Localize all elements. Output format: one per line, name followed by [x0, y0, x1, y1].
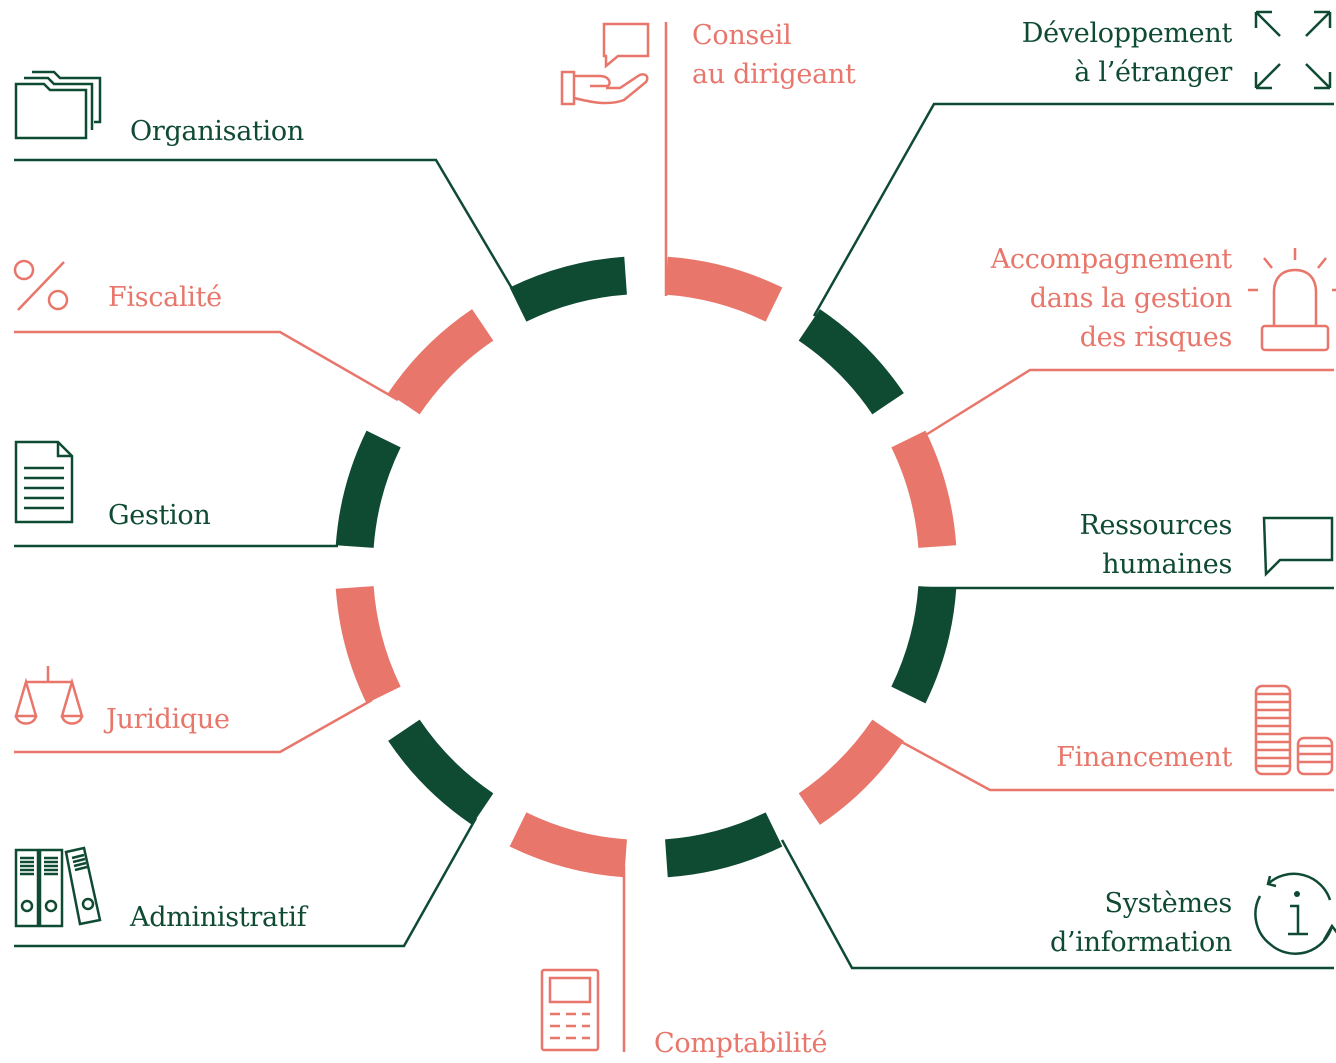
connector-organisation — [14, 158, 522, 303]
label-developpement-line2: à l’étranger — [1074, 57, 1232, 88]
connector-systemes — [780, 839, 1334, 970]
ring-segment-conseil — [664, 256, 783, 322]
binders-icon — [14, 844, 104, 930]
label-juridique-line1: Juridique — [106, 704, 230, 735]
label-administratif-line1: Administratif — [130, 902, 307, 933]
label-financement: Financement — [1056, 738, 1232, 777]
calculator-icon — [540, 968, 604, 1054]
label-organisation-line1: Organisation — [130, 116, 304, 147]
label-conseil-line2: au dirigeant — [692, 59, 856, 90]
label-comptabilite-line1: Comptabilité — [654, 1028, 828, 1059]
label-financement-line1: Financement — [1056, 742, 1232, 773]
connector-administratif — [14, 817, 478, 948]
hand-speech-bubble-icon — [560, 20, 660, 112]
label-organisation: Organisation — [130, 112, 304, 151]
ring-segment-organisation — [509, 256, 628, 322]
document-icon — [14, 440, 76, 526]
percent-icon — [12, 256, 72, 316]
connector-fiscalite — [14, 330, 399, 402]
ring-segment-accompagnement — [891, 430, 957, 549]
label-accompagnement-line2: dans la gestion — [1029, 283, 1233, 314]
connector-accompagnement — [907, 368, 1334, 448]
connector-developpement — [812, 102, 1334, 317]
label-comptabilite: Comptabilité — [654, 1024, 827, 1063]
label-accompagnement-line3: des risques — [1079, 322, 1233, 353]
scales-icon — [12, 664, 88, 732]
label-ressources-line1: Ressources — [1079, 510, 1232, 541]
label-administratif: Administratif — [130, 898, 307, 937]
ring-segment-juridique — [335, 585, 401, 704]
label-ressources: Ressources humaines — [1079, 506, 1232, 584]
label-systemes-line1: Systèmes — [1104, 888, 1233, 919]
label-developpement: Développement à l’étranger — [1021, 14, 1233, 92]
label-juridique: Juridique — [106, 700, 230, 739]
label-fiscalite: Fiscalité — [108, 278, 222, 317]
expand-arrows-icon — [1254, 10, 1334, 90]
ring-segment-comptabilite — [509, 812, 628, 878]
ring-segment-financement — [798, 719, 904, 825]
ring-segment-gestion — [335, 430, 401, 549]
label-gestion-line1: Gestion — [108, 500, 211, 531]
folders-icon — [14, 70, 104, 144]
label-gestion: Gestion — [108, 496, 211, 535]
ring-segment-developpement — [798, 309, 904, 415]
connector-financement — [897, 738, 1334, 792]
connector-juridique — [14, 698, 373, 754]
ring-segment-fiscalite — [388, 309, 494, 415]
speech-bubble-icon — [1260, 514, 1336, 580]
coin-stacks-icon — [1252, 680, 1336, 780]
label-accompagnement: Accompagnement dans la gestion des risqu… — [990, 240, 1233, 357]
label-systemes-line2: d’information — [1050, 927, 1232, 958]
ring-segment-administratif — [388, 719, 494, 825]
label-fiscalite-line1: Fiscalité — [108, 282, 222, 313]
alarm-siren-icon — [1246, 246, 1336, 354]
service-ring — [335, 256, 957, 878]
ring-segment-systemes — [664, 812, 783, 878]
label-conseil: Conseil au dirigeant — [692, 16, 856, 94]
label-developpement-line1: Développement — [1021, 18, 1233, 49]
label-systemes: Systèmes d’information — [1050, 884, 1232, 962]
label-conseil-line1: Conseil — [692, 20, 792, 51]
label-accompagnement-line1: Accompagnement — [990, 244, 1233, 275]
info-refresh-icon — [1252, 870, 1336, 955]
label-ressources-line2: humaines — [1102, 549, 1232, 580]
ring-segment-ressources — [891, 585, 957, 704]
